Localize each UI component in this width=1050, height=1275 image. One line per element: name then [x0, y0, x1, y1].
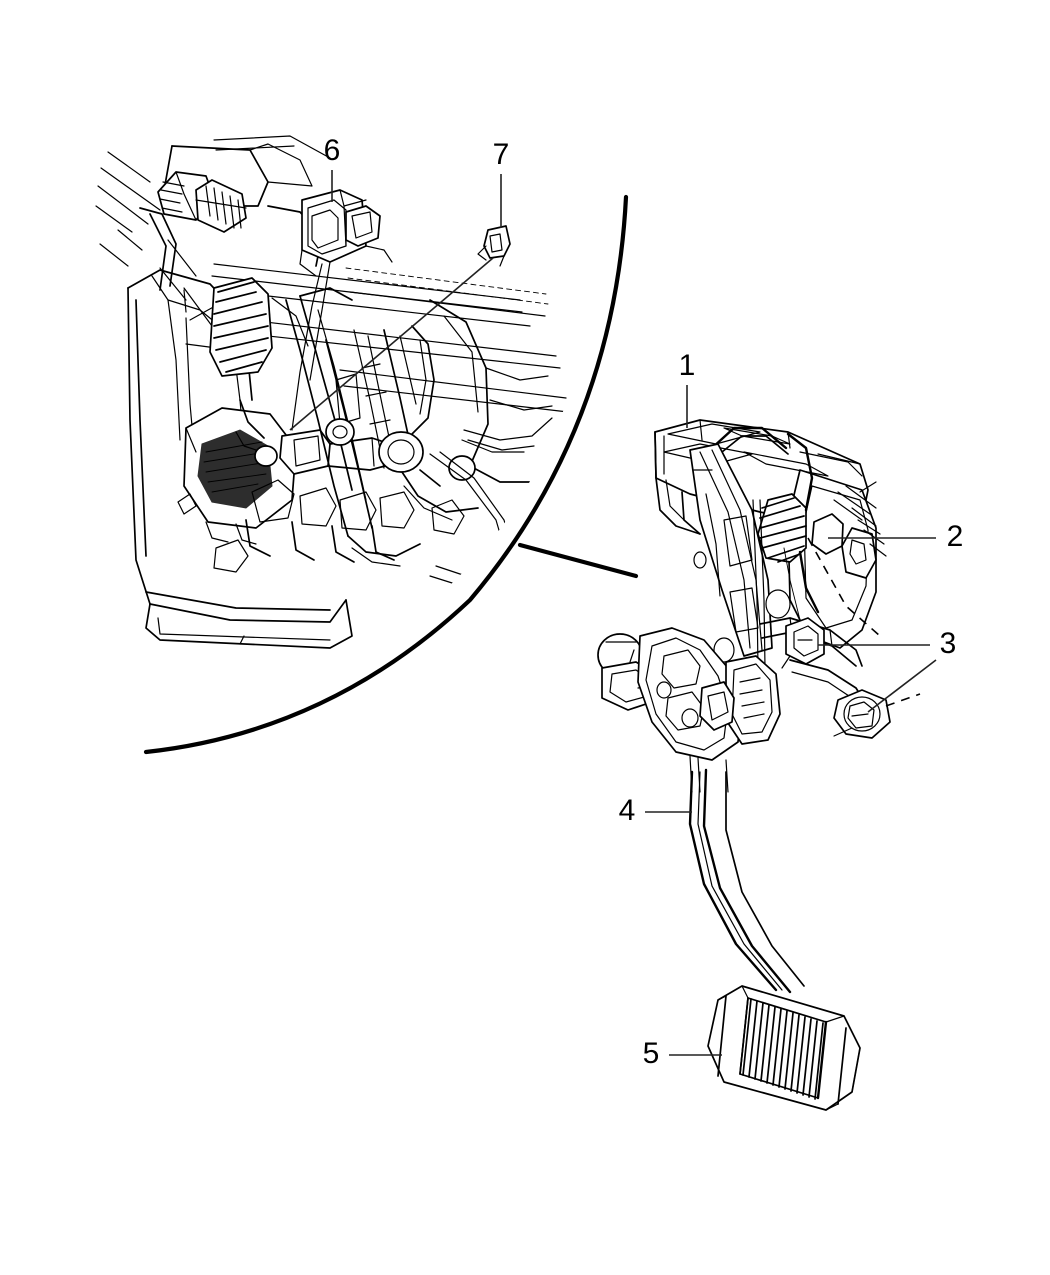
pedal-arm: [688, 768, 805, 994]
callout-3-leader-lower: [867, 659, 937, 713]
cowl-seam: [345, 267, 549, 305]
callout-1: 1: [679, 349, 696, 428]
pedal-return-spring: [757, 432, 820, 614]
callout-6: 6: [324, 134, 341, 202]
loose-bushing: [833, 689, 921, 739]
booster-boot: [209, 277, 273, 377]
callout-4-label: 4: [619, 794, 636, 827]
floor-tunnel-structure: [347, 299, 553, 567]
callout-6-label: 6: [324, 134, 341, 167]
wiring-connector-left: [139, 171, 247, 291]
callout-4: 4: [619, 794, 692, 827]
pivot-bushing: [781, 547, 825, 669]
pedal-pad: [707, 985, 861, 1111]
callout-3: 3: [818, 627, 957, 713]
callout-7-label: 7: [493, 138, 510, 171]
pedal-switch-cluster: [597, 627, 781, 793]
brake-booster: [177, 407, 297, 545]
callout-7: 7: [289, 138, 510, 431]
lower-detail-cluster: [213, 479, 465, 573]
view-boundary-arc: [143, 194, 629, 755]
pivot-pins-installed: [254, 418, 476, 481]
body-panel-hatching: [95, 151, 213, 327]
exploded-pedal-assembly: [597, 419, 921, 1111]
callout-1-label: 1: [679, 349, 696, 382]
cowl-beams: [211, 263, 569, 413]
pedal-arm-upper: [689, 443, 791, 669]
lower-frame-rail: [145, 599, 353, 649]
callout-5-label: 5: [643, 1037, 660, 1070]
pedal-pad-ribs: [742, 998, 824, 1100]
callout-3-label: 3: [940, 627, 957, 660]
callout-5: 5: [643, 1037, 722, 1070]
bracket-side-plate: [787, 469, 887, 649]
callout-7-leader-diagonal: [289, 257, 494, 431]
brake-switch-connector: [291, 189, 393, 431]
callout-2: 2: [828, 520, 963, 553]
installed-pedal-arms: [285, 287, 435, 537]
callout-2-label: 2: [947, 520, 964, 553]
view-break-dash: [517, 542, 639, 579]
installed-view-detail: [95, 135, 569, 649]
retainer-clip: [477, 225, 511, 267]
